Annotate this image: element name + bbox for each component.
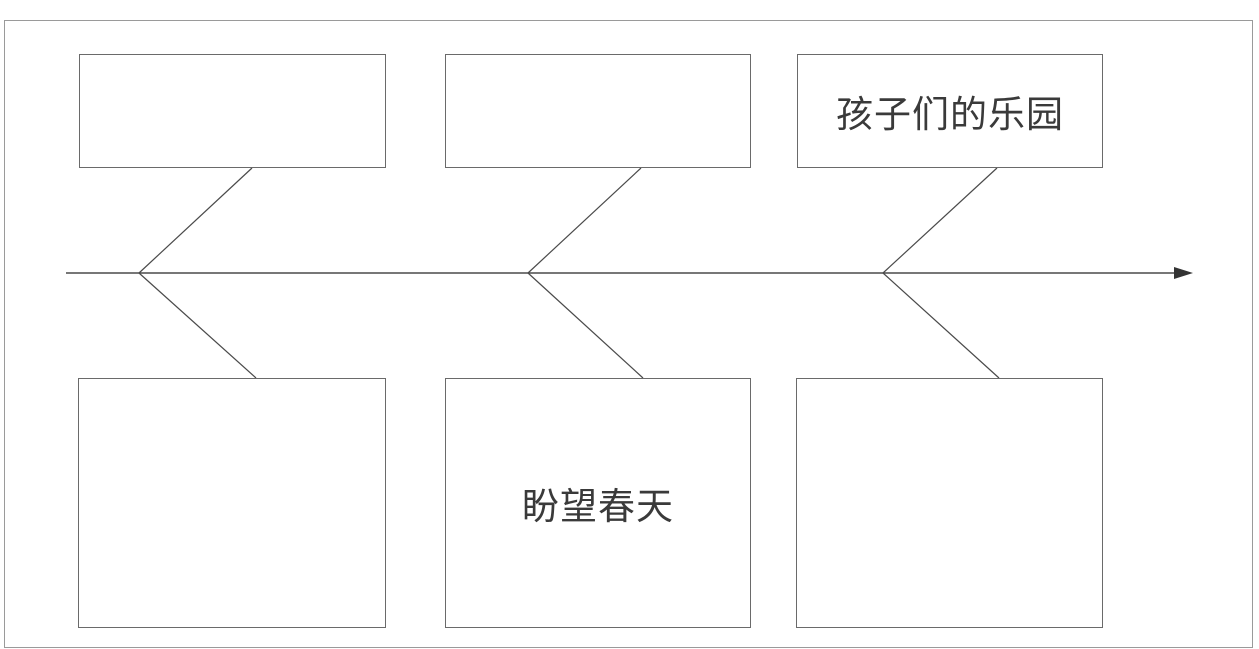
spine-arrowhead [1174, 267, 1193, 279]
branch-3-bottom-line [882, 272, 1000, 379]
branch-2-top-line [527, 167, 642, 274]
top-box-3-label: 孩子们的乐园 [836, 93, 1064, 136]
branch-3-top-line [882, 167, 998, 274]
branch-1-bottom-line [138, 272, 257, 379]
bottom-box-2: 盼望春天 [445, 378, 751, 628]
bottom-box-3 [796, 378, 1103, 628]
bottom-box-1 [78, 378, 386, 628]
branch-2-bottom-line [527, 272, 644, 379]
top-box-3: 孩子们的乐园 [797, 54, 1103, 168]
diagram-frame [4, 20, 1253, 648]
branch-1-top-line [138, 167, 253, 274]
top-box-1 [79, 54, 386, 168]
top-box-2 [445, 54, 751, 168]
bottom-box-2-label: 盼望春天 [522, 485, 674, 528]
